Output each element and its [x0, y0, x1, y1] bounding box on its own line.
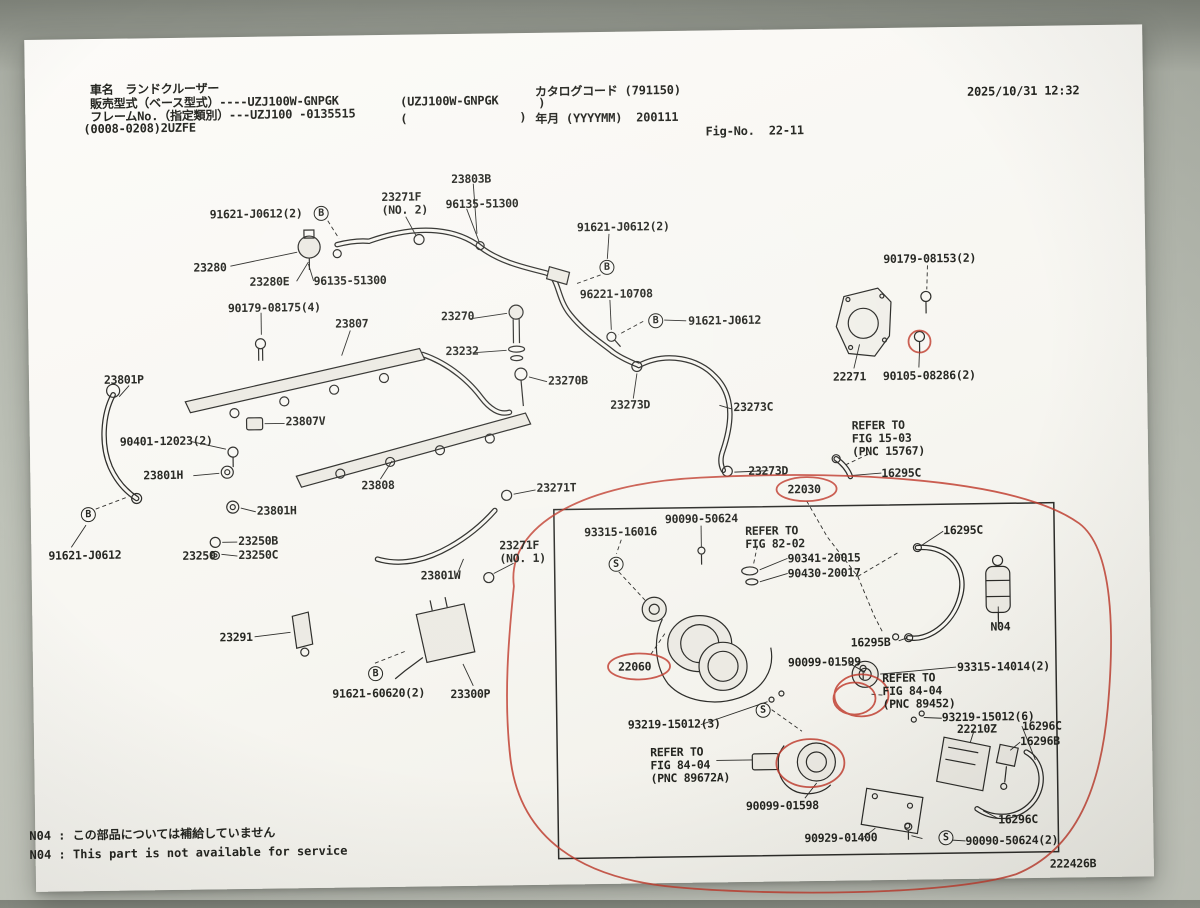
- part-label: 90341-20015: [787, 550, 861, 566]
- header-catalog-close: ): [538, 95, 546, 110]
- part-label: 16295C: [943, 522, 983, 538]
- header-engine: (0008-0208)2UZFE: [83, 120, 196, 137]
- part-label: 90105-08286(2): [882, 367, 976, 384]
- red-highlight-ellipse: [832, 681, 877, 716]
- header-catalog-code: カタログコード (791150): [534, 82, 681, 99]
- part-label: 23291: [219, 629, 253, 645]
- refer-note: REFER TO FIG 84-04 (PNC 89672A): [650, 744, 731, 786]
- part-label: 93219-15012(3): [627, 716, 721, 732]
- fig-no: Fig-No. 22-11: [705, 123, 805, 139]
- header-year-month: 年月 (YYYYMM) 200111: [535, 109, 679, 126]
- s-symbol: S: [755, 702, 771, 718]
- refer-note: REFER TO FIG 82-02: [745, 523, 806, 552]
- part-label: 23271T: [536, 480, 577, 495]
- part-label: 23250B: [238, 533, 279, 549]
- print-timestamp: 2025/10/31 12:32: [966, 83, 1080, 99]
- part-label: 22271: [832, 369, 867, 384]
- part-label: 23801H: [256, 503, 297, 518]
- red-highlight-circle: [907, 329, 932, 354]
- s-symbol: S: [608, 556, 624, 572]
- part-label: 23808: [361, 477, 395, 493]
- refer-note: REFER TO FIG 84-04 (PNC 89452): [882, 670, 956, 712]
- part-label: 16296C: [1021, 718, 1062, 734]
- part-label: 96135-51300: [313, 272, 387, 288]
- part-label: 23270: [441, 308, 475, 324]
- part-label: 23280E: [249, 274, 290, 289]
- sheet-code: 222426B: [1049, 856, 1097, 871]
- part-label: 23280: [193, 260, 227, 275]
- inset-box: [553, 501, 1060, 860]
- red-highlight-blob: [506, 474, 1112, 894]
- part-label: 96221-10708: [579, 286, 653, 302]
- part-label: 90179-08153(2): [883, 250, 977, 267]
- part-label: 23801P: [103, 372, 144, 387]
- red-highlight-ellipse: [775, 738, 846, 788]
- part-label: 23273C: [733, 399, 774, 415]
- b-symbol: B: [367, 666, 384, 682]
- header-paren-open: (: [400, 111, 408, 126]
- part-label: 91621-J0612: [48, 547, 122, 563]
- s-symbol: S: [938, 830, 954, 846]
- part-label: 23801W: [420, 567, 461, 583]
- part-label: 23271F (NO. 2): [381, 189, 429, 218]
- red-annotations: [506, 329, 1112, 894]
- part-label: 23250C: [238, 547, 279, 563]
- part-label: N04: [990, 619, 1011, 634]
- part-label: 91621-J0612(2): [576, 219, 670, 235]
- part-label: 22030: [787, 481, 821, 497]
- part-label: 93315-14014(2): [956, 658, 1050, 675]
- part-label: 22210Z: [956, 721, 997, 737]
- part-label: 90929-01400: [804, 830, 878, 846]
- part-label: 90179-08175(4): [227, 299, 321, 316]
- part-label: 90099-01598: [745, 797, 819, 813]
- refer-note: REFER TO FIG 15-03 (PNC 15767): [851, 417, 926, 459]
- part-label: 96135-51300: [445, 196, 519, 212]
- part-label: 23232: [445, 343, 479, 359]
- part-label: 23807: [335, 316, 369, 331]
- part-label: 23801H: [143, 467, 184, 483]
- part-label: 23271F (NO. 1): [499, 537, 546, 566]
- red-highlight-ellipse: [775, 476, 838, 503]
- part-label: 23807V: [285, 413, 326, 429]
- part-label: 90401-12023(2): [119, 433, 213, 449]
- header-paren-close: ): [519, 109, 527, 125]
- header-model-paren: (UZJ100W-GNPGK: [400, 93, 499, 109]
- part-label: 23273D: [748, 463, 789, 478]
- part-label: 23273D: [610, 397, 651, 412]
- hoses: [101, 227, 1044, 820]
- part-label: 91621-J0612(2): [209, 206, 303, 222]
- parts-artwork: [106, 229, 1060, 860]
- part-label: 90430-20017: [787, 565, 861, 581]
- leader-lines: [70, 183, 1036, 842]
- footnote-jp: N04 : この部品については補給していません: [29, 825, 276, 844]
- part-label: 16296C: [998, 811, 1039, 827]
- part-label: 23270B: [547, 373, 588, 388]
- part-label: 22060: [617, 659, 652, 674]
- part-label: 93315-16016: [584, 524, 658, 540]
- part-label: 16296B: [1020, 733, 1060, 749]
- part-label: 90090-50624(2): [965, 832, 1059, 848]
- part-label: 90090-50624: [664, 511, 738, 527]
- part-label: 16295C: [881, 465, 922, 481]
- part-label: 90099-01599: [787, 654, 861, 670]
- dashed-leaders: [95, 220, 928, 732]
- part-label: 91621-60620(2): [332, 685, 426, 701]
- part-label: 91621-J0612: [688, 312, 762, 328]
- part-label: 16295B: [850, 634, 891, 650]
- part-label: 23300P: [450, 686, 491, 702]
- red-highlight-ellipse: [607, 652, 671, 681]
- part-label: 23250: [182, 548, 216, 563]
- part-label: 23803B: [451, 171, 492, 187]
